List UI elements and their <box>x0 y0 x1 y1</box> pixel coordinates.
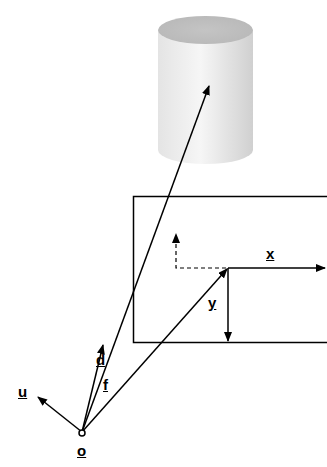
vector-y <box>227 268 229 341</box>
vector-f <box>82 269 227 432</box>
vector-label: o <box>77 443 86 458</box>
vector-label: u <box>18 384 27 399</box>
vector-label: d <box>96 352 105 367</box>
cylinder-object <box>158 16 253 164</box>
vector-label: f <box>103 377 108 392</box>
offset-dashed <box>176 234 226 268</box>
image-plane <box>134 197 327 343</box>
vector-label: x <box>266 246 274 261</box>
vector-u <box>38 397 82 432</box>
vector-label: y <box>208 295 216 310</box>
vector-x <box>228 267 325 269</box>
ray-d <box>82 86 209 432</box>
origin-point <box>79 430 85 436</box>
